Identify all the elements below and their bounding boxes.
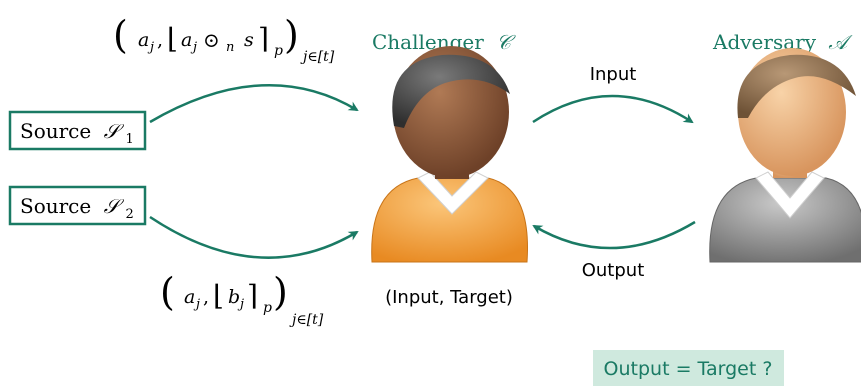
formula-bottom-close-paren: )	[273, 270, 288, 314]
source-2-symbol: 𝒮	[104, 194, 125, 218]
source-1-box	[8, 110, 147, 151]
adversary-symbol: 𝒜	[828, 30, 853, 54]
arrow-source2-to-challenger	[149, 215, 359, 259]
formula-top-open-paren: (	[113, 13, 128, 57]
svg-text:Source 𝒮 2: Source 𝒮 2	[20, 194, 134, 222]
challenger-caption: (Input, Target)	[385, 287, 513, 308]
formula-top-lfloor: ⌊	[167, 22, 178, 55]
output-target-check-bg	[593, 350, 784, 386]
output-label: Output	[582, 260, 645, 281]
formula-bottom-b-sub: j	[237, 297, 244, 312]
adversary-person-icon	[709, 48, 861, 263]
formula-top-odot: ⊙	[203, 28, 220, 52]
output-target-check: Output = Target ?	[593, 350, 784, 386]
output-target-check-text: Output = Target ?	[604, 358, 773, 380]
formula-top: ( a j , ⌊ a j ⊙ n s ⌉ p ) j∈[t]	[113, 13, 335, 65]
formula-top-comma: ,	[157, 29, 163, 51]
source-1: Source 𝒮 1	[8, 110, 147, 151]
formula-bottom-comma: ,	[203, 286, 209, 308]
formula-bottom-a: a	[184, 286, 195, 308]
formula-top-rceil: ⌉	[258, 22, 269, 55]
source-1-symbol: 𝒮	[104, 119, 125, 143]
arrow-source1-to-challenger	[149, 83, 359, 124]
source-1-subscript: 1	[125, 132, 133, 147]
formula-top-s: s	[244, 29, 254, 51]
formula-top-p: p	[274, 43, 283, 59]
source-2: Source 𝒮 2	[8, 185, 147, 226]
source-1-label: Source	[20, 119, 91, 143]
formula-bottom-a-sub: j	[193, 297, 200, 312]
formula-top-close-paren: )	[284, 13, 299, 57]
source-2-label: Source	[20, 194, 91, 218]
source-2-subscript: 2	[125, 207, 133, 222]
arrow-input	[532, 94, 694, 124]
formula-bottom-open-paren: (	[160, 270, 175, 314]
svg-text:Source 𝒮 1: Source 𝒮 1	[20, 119, 134, 147]
formula-bottom-lfloor: ⌊	[213, 279, 224, 312]
arrow-output	[532, 220, 696, 250]
challenger-person-icon	[371, 46, 529, 263]
formula-top-a-sub: j	[147, 40, 154, 55]
formula-top-a2: a	[181, 29, 192, 51]
source-2-box	[8, 185, 147, 226]
formula-top-odot-sub: n	[226, 40, 234, 55]
formula-bottom-rceil: ⌉	[247, 279, 258, 312]
input-label: Input	[590, 64, 637, 85]
formula-bottom-index: j∈[t]	[289, 312, 324, 328]
formula-bottom-b: b	[228, 286, 240, 308]
formula-top-a2-sub: j	[190, 40, 197, 55]
formula-bottom: ( a j , ⌊ b j ⌉ p ) j∈[t]	[160, 270, 324, 328]
formula-top-index: j∈[t]	[300, 49, 335, 65]
challenger-symbol: 𝒞	[496, 30, 516, 54]
formula-top-a: a	[138, 29, 149, 51]
formula-bottom-p: p	[263, 300, 272, 316]
